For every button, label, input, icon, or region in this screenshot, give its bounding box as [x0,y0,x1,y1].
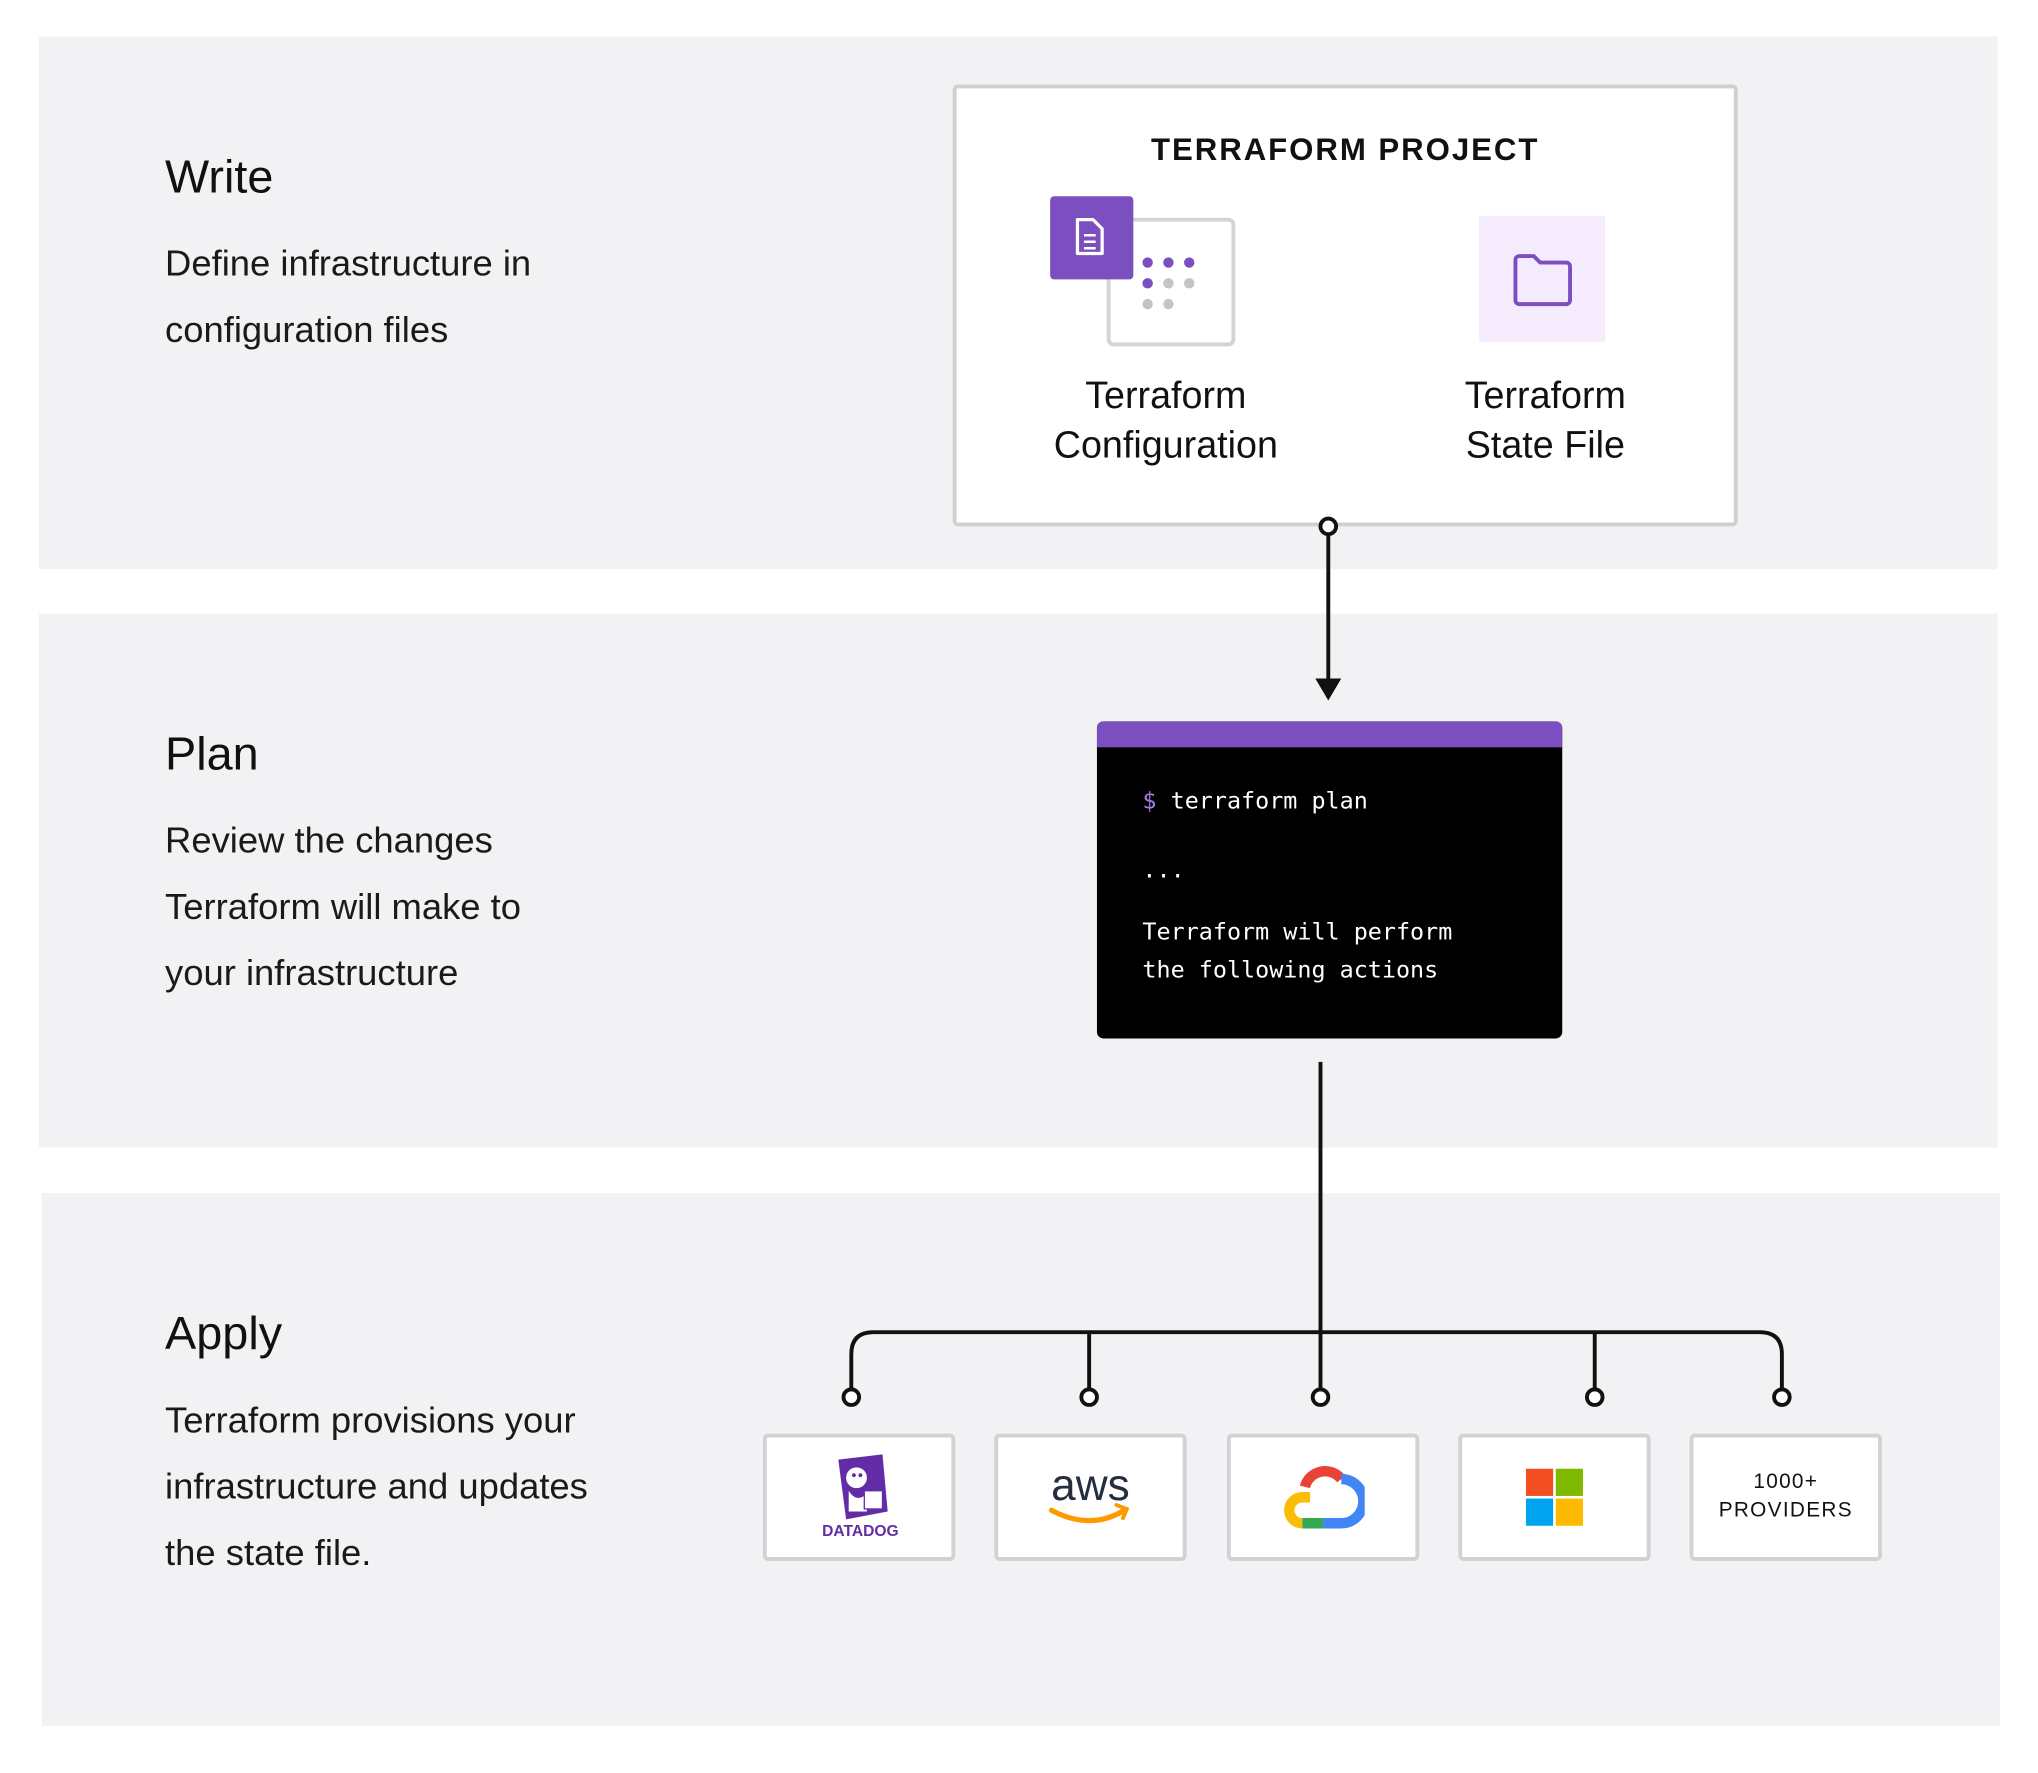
apply-description: Terraform provisions your infrastructure… [165,1399,588,1573]
plan-title: Plan [165,726,259,780]
more-providers-label: PROVIDERS [1718,1499,1853,1522]
apply-title: Apply [165,1306,283,1360]
arrow-head-icon [1315,678,1342,701]
terminal-window: $ terraform plan ... Terraform will perf… [1096,721,1563,1039]
provider-branch [849,1330,1784,1390]
microsoft-logo-icon [1525,1468,1584,1526]
terraform-project-box: TERRAFORM PROJECT Terraform Configuratio… [952,84,1738,527]
state-label-line1: Terraform [1464,375,1626,418]
folder-icon [1479,215,1606,342]
datadog-logo-text: DATADOG [822,1523,898,1540]
config-label: Terraform Configuration [997,372,1335,471]
aws-logo-icon: aws [1048,1461,1130,1524]
google-cloud-logo-icon [1284,1466,1365,1529]
write-title: Write [165,149,274,203]
provider-datadog: DATADOG [762,1433,956,1561]
provider-more: 1000+ PROVIDERS [1689,1433,1882,1561]
plan-description: Review the changes Terraform will make t… [165,820,521,993]
provider-google-cloud [1226,1433,1420,1561]
terminal-command: terraform plan [1170,787,1368,815]
state-label-line2: State File [1465,425,1625,467]
terminal-prompt: $ [1142,787,1157,815]
terminal-ellipsis: ... [1142,856,1185,884]
aws-logo-text: aws [1051,1461,1130,1510]
more-providers-text: 1000+ PROVIDERS [1719,1469,1853,1526]
config-label-line1: Terraform [1085,375,1247,418]
plan-section [38,613,1998,1148]
write-description: Define infrastructure in configuration f… [165,243,532,350]
terminal-title-bar [1096,721,1563,748]
terminal-output-line1: Terraform will perform [1142,918,1453,947]
provider-microsoft [1458,1433,1651,1561]
terminal-output-line2: the following actions [1142,956,1439,984]
state-file-label: Terraform State File [1376,372,1714,471]
config-file-icon [1050,196,1236,347]
config-label-line2: Configuration [1053,425,1278,467]
terminal-command-line: $ terraform plan [1142,788,1367,815]
project-title: TERRAFORM PROJECT [1150,132,1540,168]
more-providers-count: 1000+ [1753,1471,1819,1494]
datadog-logo-icon: DATADOG [822,1454,899,1540]
provider-aws: aws [994,1433,1187,1561]
